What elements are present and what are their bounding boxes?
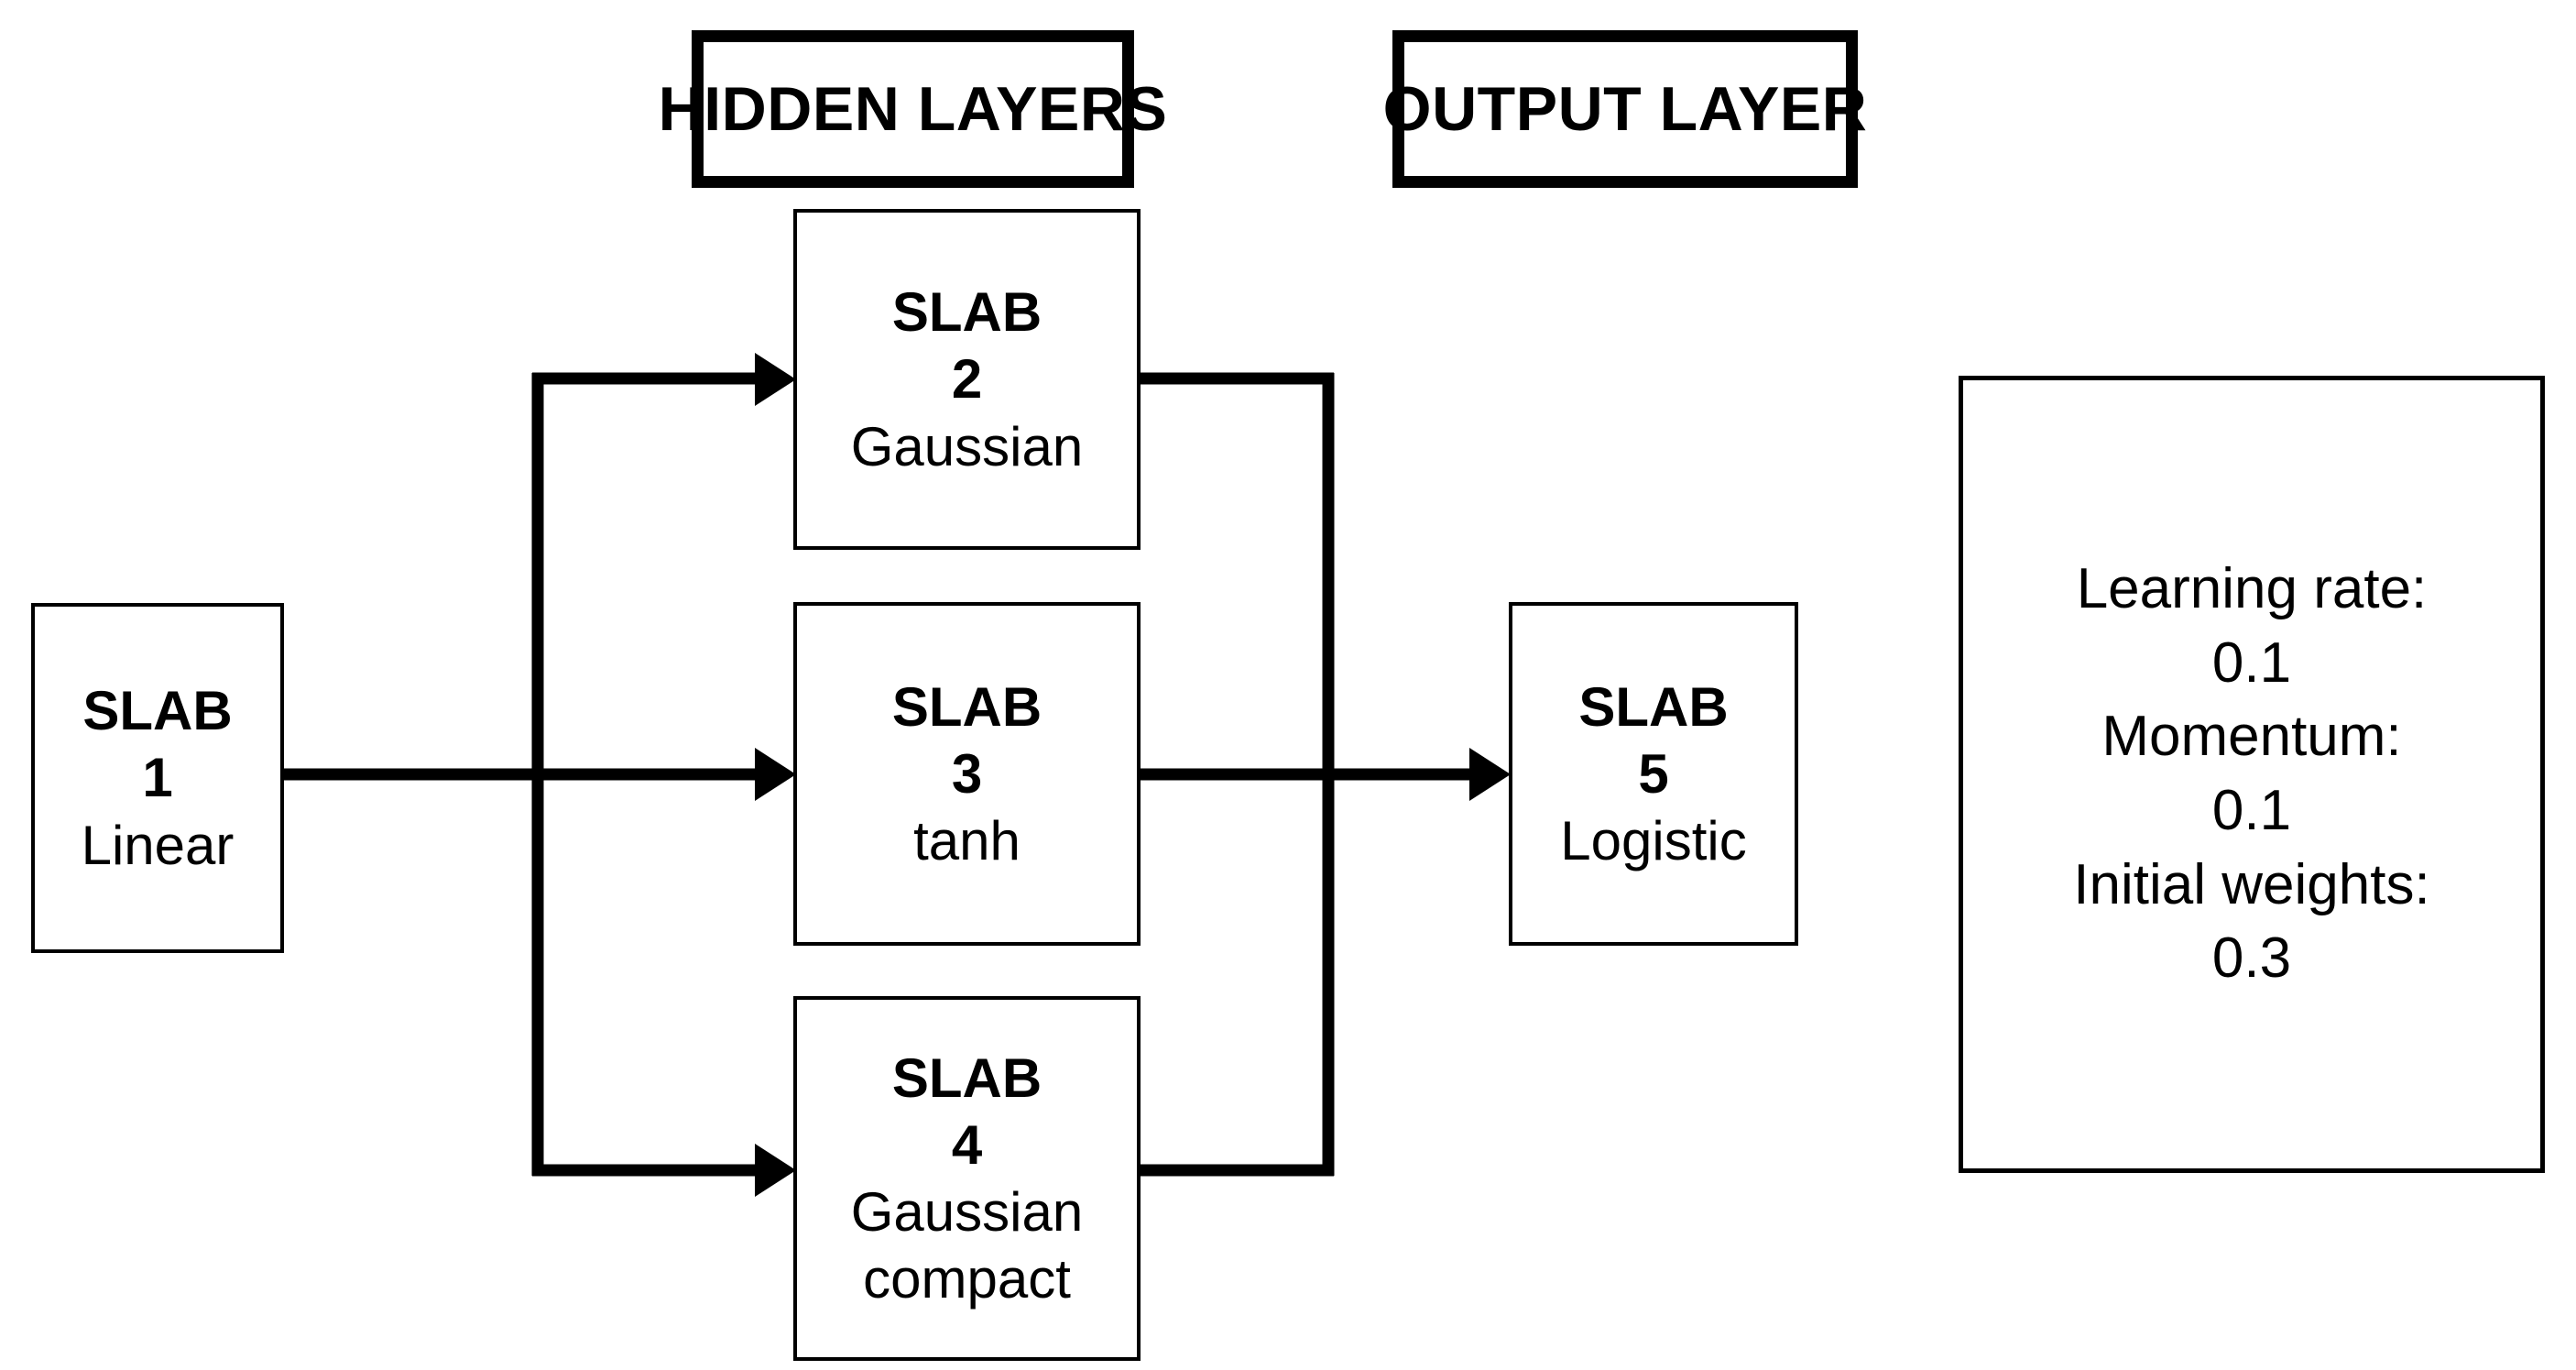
slab-1-title: SLAB xyxy=(82,680,233,742)
slab-5-index: 5 xyxy=(1638,742,1669,805)
slab-node-2[interactable]: SLAB 2 Gaussian xyxy=(793,209,1141,550)
slab-2-index: 2 xyxy=(951,348,983,411)
slab-2-title: SLAB xyxy=(891,281,1042,344)
slab-1-activation: Linear xyxy=(81,814,235,876)
initial-weights-value: 0.3 xyxy=(2211,926,2292,991)
arrowhead-into-slab4 xyxy=(755,1144,796,1197)
initial-weights-label: Initial weights: xyxy=(2073,852,2430,916)
training-parameters-panel: Learning rate: 0.1 Momentum: 0.1 Initial… xyxy=(1959,376,2545,1173)
banner-hidden-layers: HIDDEN LAYERS xyxy=(659,30,1167,188)
momentum-value: 0.1 xyxy=(2211,779,2292,842)
slab-5-title: SLAB xyxy=(1578,675,1729,738)
slab-4-activation-line2: compact xyxy=(863,1248,1071,1310)
slab-3-index: 3 xyxy=(951,742,983,805)
arrowhead-into-slab2 xyxy=(755,353,796,406)
learning-rate-label: Learning rate: xyxy=(2076,557,2428,621)
momentum-label: Momentum: xyxy=(2101,705,2402,769)
slab-node-5[interactable]: SLAB 5 Logistic xyxy=(1509,602,1798,946)
learning-rate-value: 0.1 xyxy=(2211,630,2292,695)
arrowhead-into-slab3 xyxy=(755,748,796,801)
slab-node-4[interactable]: SLAB 4 Gaussian compact xyxy=(793,996,1141,1361)
slab-5-activation: Logistic xyxy=(1560,810,1747,872)
slab-3-activation: tanh xyxy=(913,810,1021,872)
arrowhead-into-slab5 xyxy=(1469,748,1511,801)
banner-output-layer: OUTPUT LAYER xyxy=(1383,30,1867,188)
banner-hidden-layers-label: HIDDEN LAYERS xyxy=(658,74,1168,144)
banner-output-layer-label: OUTPUT LAYER xyxy=(1382,74,1868,144)
slab-3-title: SLAB xyxy=(891,675,1042,738)
slab-4-index: 4 xyxy=(951,1113,983,1176)
slab-4-activation: Gaussian xyxy=(850,1181,1084,1243)
slab-node-1[interactable]: SLAB 1 Linear xyxy=(31,603,284,953)
slab-2-activation: Gaussian xyxy=(850,415,1084,477)
slab-node-3[interactable]: SLAB 3 tanh xyxy=(793,602,1141,946)
slab-4-title: SLAB xyxy=(891,1047,1042,1109)
slab-1-index: 1 xyxy=(142,747,173,809)
